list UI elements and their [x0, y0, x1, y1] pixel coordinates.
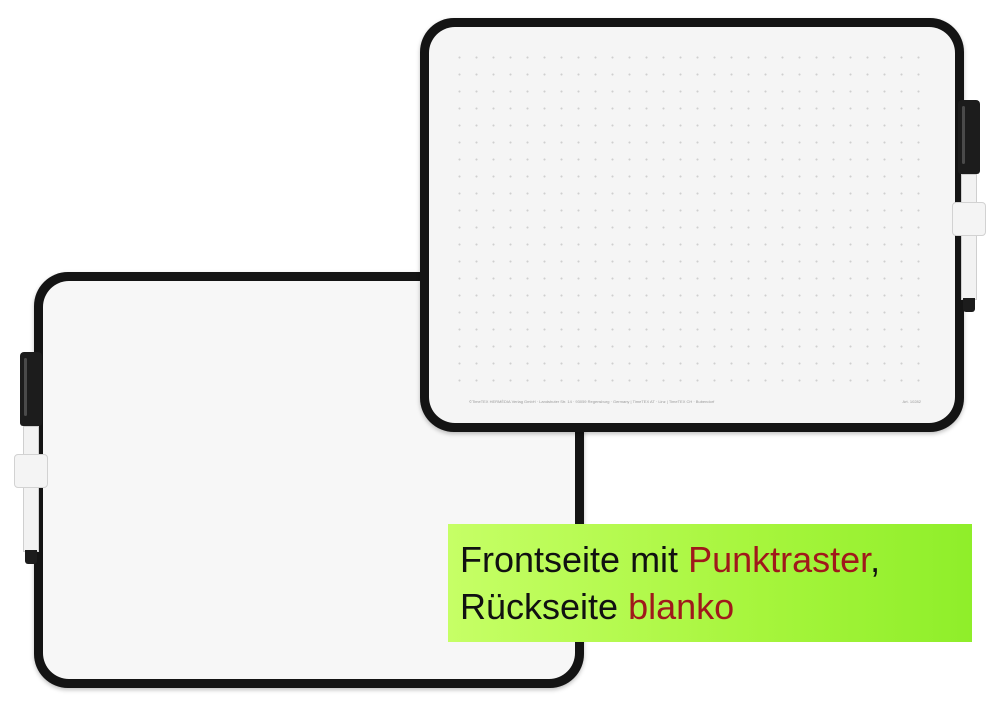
whiteboard-front: ©TimeTEX HERMÈDIA Verlag GmbH · Landshut…: [420, 18, 964, 432]
marker-pen-front: [952, 100, 986, 316]
caption-line-2: Rückseite blanko: [460, 583, 972, 630]
marker-tip: [963, 298, 975, 312]
marker-clip: [952, 202, 986, 236]
caption-line-1: Frontseite mit Punktraster,: [460, 536, 972, 583]
marker-cap: [958, 100, 980, 174]
caption-text: ,: [870, 539, 881, 580]
marker-body: [961, 174, 977, 300]
caption-text: Rückseite: [460, 586, 629, 627]
caption-text: Frontseite mit: [460, 539, 689, 580]
marker-clip: [14, 454, 48, 488]
marker-cap: [20, 352, 42, 426]
caption-highlight: Punktraster: [688, 539, 871, 580]
marker-tip: [25, 550, 37, 564]
dot-grid: [451, 49, 933, 383]
board-imprint-text: ©TimeTEX HERMÈDIA Verlag GmbH · Landshut…: [469, 399, 715, 404]
board-article-number: Art. 10282: [902, 399, 921, 404]
dot-grid-writing-surface: ©TimeTEX HERMÈDIA Verlag GmbH · Landshut…: [429, 27, 955, 423]
marker-pen-back: [14, 352, 48, 568]
caption-highlight: blanko: [628, 586, 735, 627]
caption-box: Frontseite mit Punktraster, Rückseite bl…: [448, 524, 972, 642]
marker-body: [23, 426, 39, 552]
